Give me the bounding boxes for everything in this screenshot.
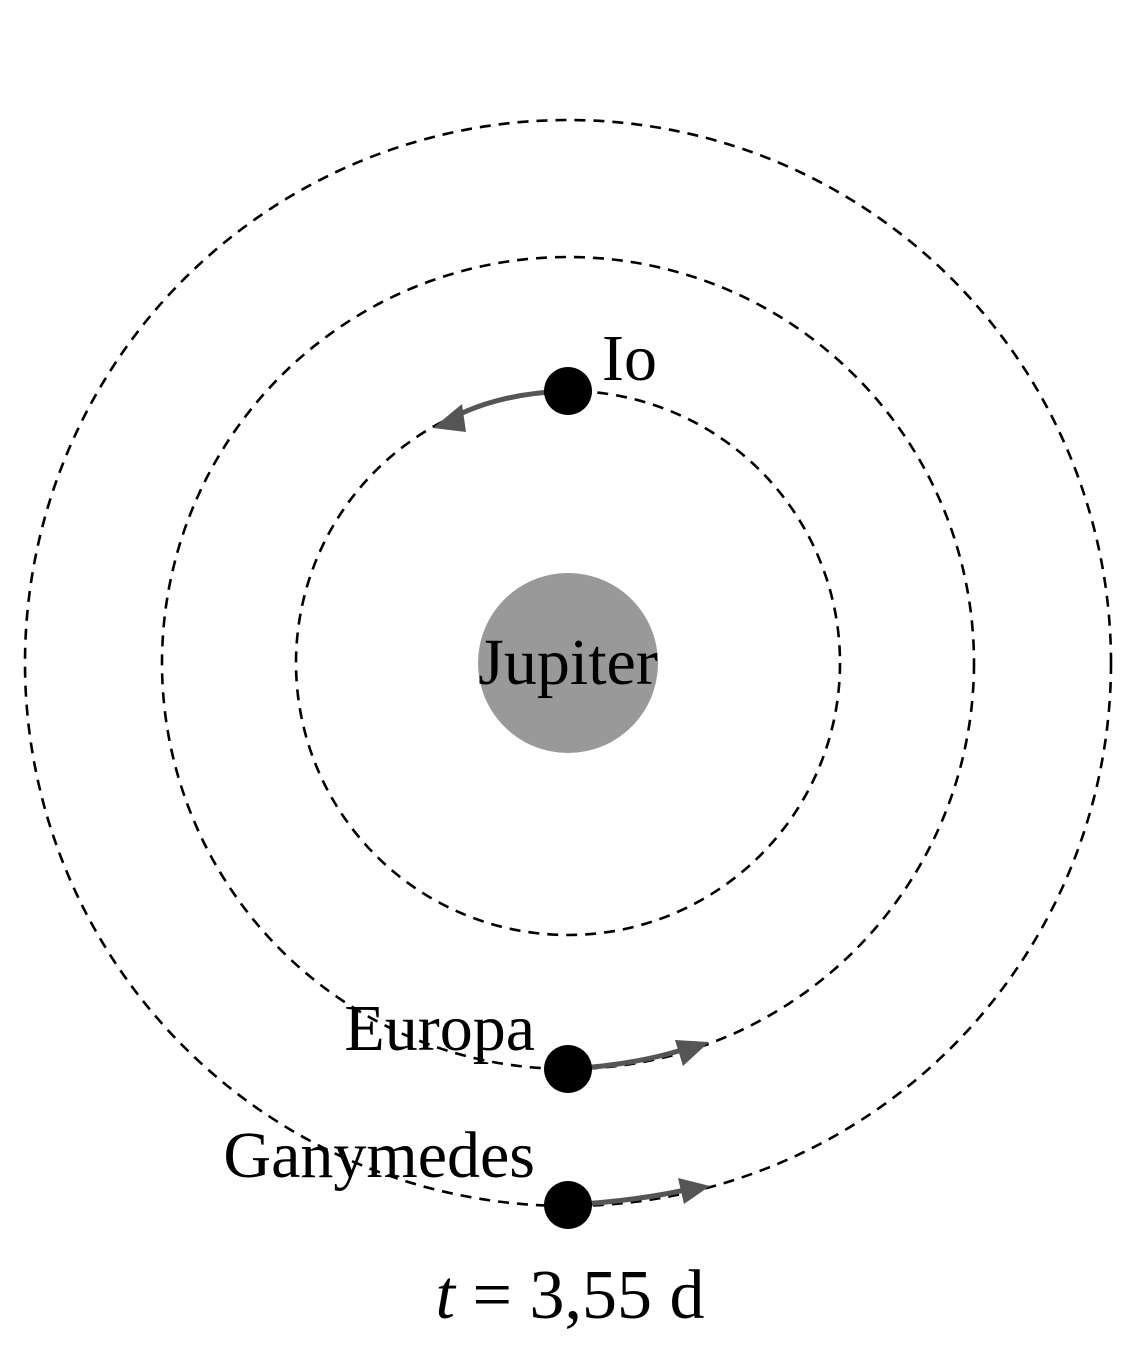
ganymedes-moon [544,1181,592,1229]
ganymedes-orbit [23,118,1113,1208]
jupiter-label: Jupiter [478,626,658,699]
time-equals: = [455,1257,529,1334]
europa-moon [544,1045,592,1093]
europa-arrow-head [675,1040,709,1066]
time-value: 3,55 [529,1257,652,1334]
time-symbol: t [436,1257,457,1334]
time-space [652,1257,670,1334]
ganymedes-label: Ganymedes [223,1119,535,1192]
ganymedes-arrow-head [678,1178,710,1204]
io-label: Io [602,322,657,395]
time-label: t = 3,55 d [436,1257,705,1334]
io-moon [544,367,592,415]
europa-label: Europa [344,992,535,1065]
time-unit: d [669,1257,704,1334]
io-arrow-head [433,404,466,432]
jupiter-planet [478,573,658,753]
